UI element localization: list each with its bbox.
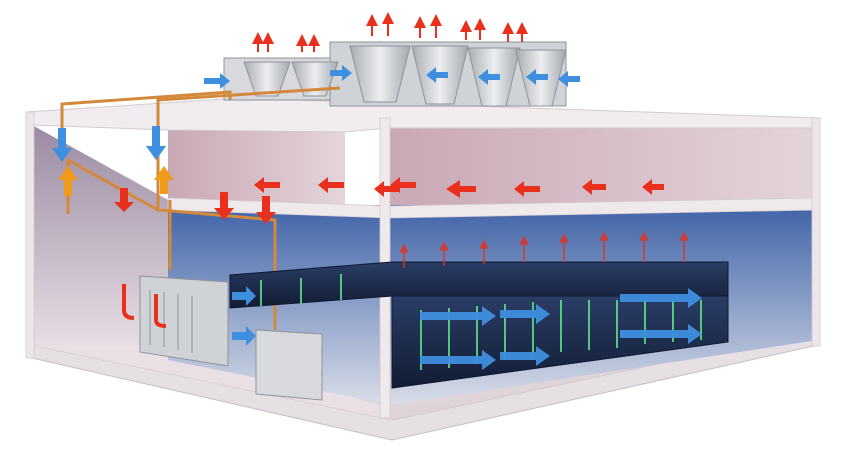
intake-arrow [526, 69, 548, 85]
exhaust-arrows [252, 12, 528, 52]
return-arrow [446, 180, 476, 198]
rack-light [476, 306, 478, 364]
crah-grille [149, 290, 193, 353]
rack-light [672, 300, 674, 342]
intake-arrow [204, 73, 230, 89]
return-arrow [642, 179, 664, 195]
rack-light [504, 304, 506, 360]
rack-light [448, 308, 450, 368]
return-arrow [514, 181, 540, 197]
intake-arrow [478, 69, 500, 85]
down-arrow [114, 188, 134, 212]
rack-light [300, 278, 302, 304]
crah-supply-arrows [232, 286, 256, 346]
pipe-cold-arrow [146, 126, 166, 160]
cold-aisle-arrow [420, 350, 496, 370]
return-arrow [374, 181, 400, 197]
rack-light [588, 300, 590, 350]
crah-supply-arrow [232, 286, 256, 306]
plenum-down-arrows [114, 188, 276, 224]
rack-light [532, 302, 534, 356]
crah-units [122, 275, 323, 401]
plenum-return-arrows [254, 177, 664, 198]
return-arrow [254, 177, 280, 193]
rack-light [560, 300, 562, 352]
intake-arrow [558, 71, 580, 87]
intake-arrows [204, 65, 580, 89]
rack-exhaust-arrows [399, 231, 689, 268]
plenum-left [168, 130, 345, 205]
plenum-right [388, 125, 818, 208]
pipe-hot-arrows [58, 166, 174, 196]
down-arrow [256, 196, 276, 224]
cold-aisle-arrow [500, 346, 550, 366]
pipe-cold-arrow [52, 128, 72, 162]
crah-return-arrows [122, 284, 167, 328]
pipe-hot-arrow [58, 166, 78, 196]
return-arrow [582, 179, 606, 195]
fan-cone [243, 61, 291, 97]
crah-return-arrow [154, 294, 167, 328]
cold-aisle-arrow [620, 288, 702, 308]
crah-return-arrow [122, 284, 135, 320]
rack-light [340, 274, 342, 300]
cold-aisle-arrows [420, 288, 702, 370]
outer-wall-right [811, 117, 821, 347]
return-arrow [390, 177, 416, 193]
down-arrow [214, 192, 234, 220]
cold-aisle-arrow [420, 306, 496, 326]
server-racks [229, 231, 729, 389]
crah-unit [139, 275, 229, 367]
return-arrow [318, 177, 344, 193]
pipe-cold-arrows [52, 126, 166, 162]
pipe-hot-arrow [154, 166, 174, 194]
mechanical-room-floor [32, 345, 392, 420]
rack-light [260, 280, 262, 306]
cold-aisle-arrow [620, 324, 702, 344]
intake-arrow [426, 67, 448, 83]
crah-supply-arrow [232, 326, 256, 346]
outer-wall-left [25, 111, 35, 359]
fan-cone [349, 45, 411, 103]
rack-light [616, 300, 618, 348]
cold-aisle-arrow [500, 304, 550, 324]
rack-light [644, 300, 646, 344]
intake-arrow [330, 65, 352, 81]
rack-light [420, 310, 422, 370]
crah-unit [255, 329, 323, 401]
rack-lights [260, 274, 702, 370]
rack-light [700, 300, 702, 340]
